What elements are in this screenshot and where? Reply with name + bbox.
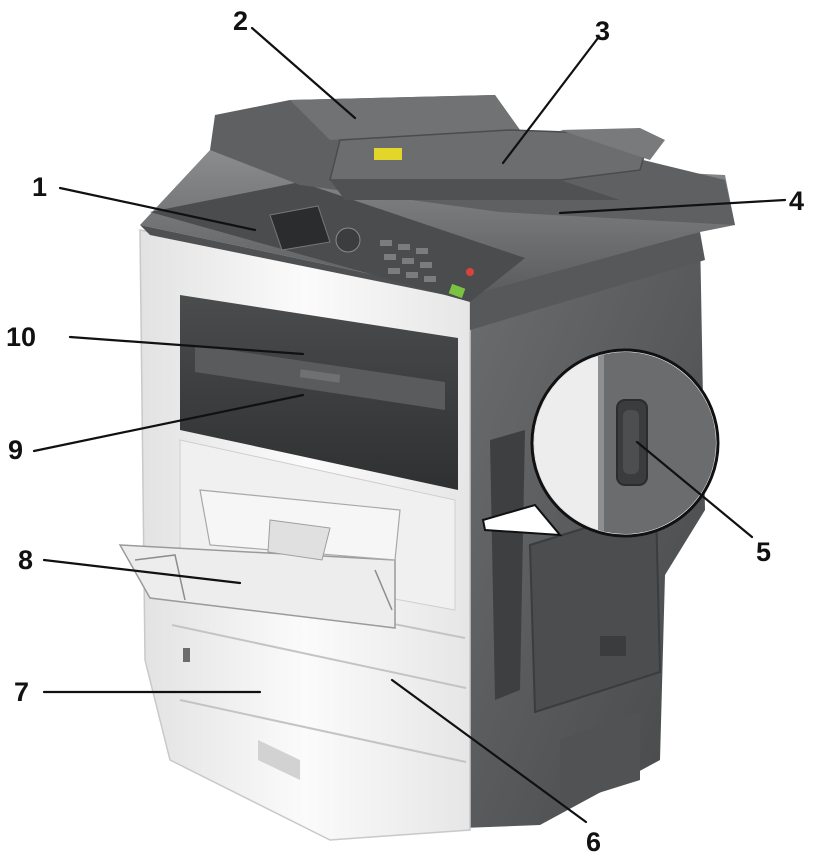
callout-1: 1 [32, 172, 47, 202]
magnified-inset [481, 348, 720, 538]
callout-labels: 1 2 3 4 5 6 7 8 9 10 [6, 6, 804, 857]
leader-line-5 [635, 440, 754, 539]
leader-line-3 [501, 36, 600, 165]
callout-leaders [32, 26, 787, 824]
leader-line-9 [32, 393, 305, 453]
callout-9: 9 [8, 435, 23, 465]
leader-line-4 [558, 198, 787, 215]
leader-line-1 [58, 186, 257, 232]
callout-2: 2 [233, 6, 248, 36]
control-panel [150, 182, 525, 302]
callout-5: 5 [756, 537, 771, 567]
callout-3: 3 [595, 16, 610, 46]
leader-line-6 [390, 678, 588, 824]
callout-6: 6 [586, 827, 601, 857]
callout-8: 8 [18, 545, 33, 575]
callout-7: 7 [14, 677, 29, 707]
callout-10: 10 [6, 322, 36, 352]
callout-4: 4 [789, 186, 804, 216]
leader-line-2 [250, 26, 357, 120]
leader-line-8 [42, 558, 242, 585]
scanner-adf [210, 95, 735, 225]
leader-line-10 [68, 335, 305, 356]
multipurpose-feeder-tray [118, 489, 401, 629]
